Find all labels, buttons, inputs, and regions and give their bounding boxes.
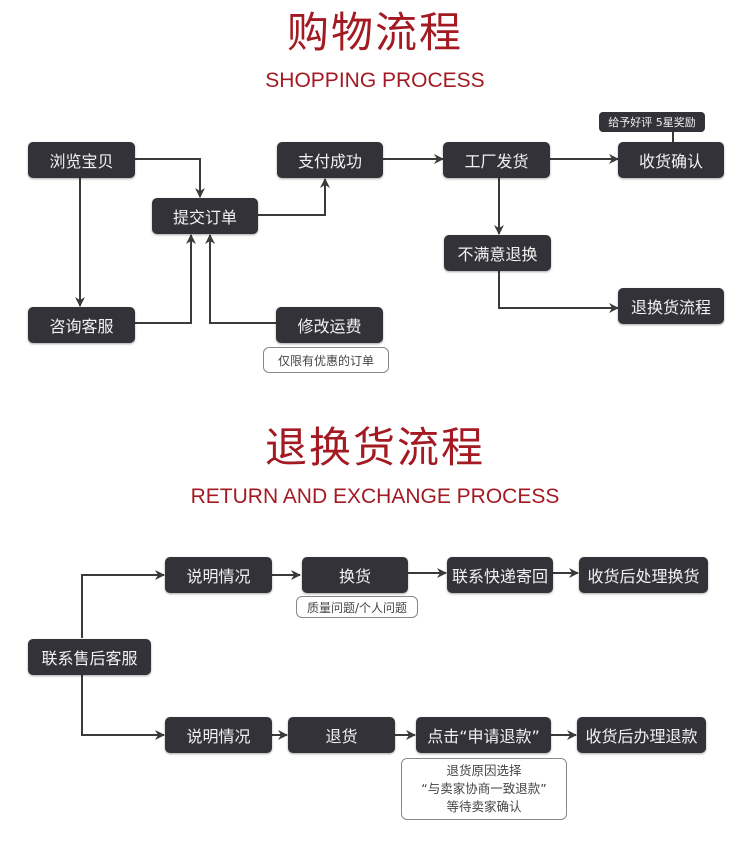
arrow-modify-to-submit	[205, 234, 278, 324]
node-explain-return: 说明情况	[165, 717, 272, 753]
node-exchange: 换货	[302, 557, 408, 593]
node-return-process: 退换货流程	[618, 288, 724, 324]
node-contact-service: 联系售后客服	[28, 639, 151, 675]
node-factory-ship: 工厂发货	[443, 142, 550, 178]
note-refund-line-3: 等待卖家确认	[446, 799, 522, 814]
node-modify-shipping: 修改运费	[276, 307, 383, 343]
arrow-unsatisfied-to-return	[498, 270, 619, 313]
node-return: 退货	[288, 717, 395, 753]
node-handle-refund: 收货后办理退款	[577, 717, 706, 753]
arrow-browse-to-submit	[135, 158, 205, 198]
node-explain-exchange: 说明情况	[165, 557, 272, 593]
note-refund-instructions: 退货原因选择 “与卖家协商一致退款” 等待卖家确认	[401, 758, 567, 820]
node-handle-exchange: 收货后处理换货	[579, 557, 708, 593]
note-exchange-reason: 质量问题/个人问题	[296, 596, 418, 618]
arrow-submit-to-payment	[258, 178, 330, 216]
node-confirm-receipt: 收货确认	[618, 142, 724, 178]
note-refund-line-2: “与卖家协商一致退款”	[421, 781, 547, 796]
node-browse: 浏览宝贝	[28, 142, 135, 178]
note-refund-line-1: 退货原因选择	[446, 763, 522, 778]
node-submit-order: 提交订单	[152, 198, 258, 234]
arrow-consult-to-submit	[135, 234, 196, 324]
node-unsatisfied: 不满意退换	[444, 235, 551, 271]
shopping-title-en: SHOPPING PROCESS	[265, 69, 485, 92]
tag-review-reward: 给予好评 5星奖励	[599, 112, 705, 132]
returns-title-cn: 退换货流程	[264, 423, 485, 472]
node-consult: 咨询客服	[28, 307, 135, 343]
node-contact-courier: 联系快递寄回	[447, 557, 553, 593]
note-discount-only: 仅限有优惠的订单	[263, 347, 389, 373]
shopping-title-cn: 购物流程	[286, 8, 463, 57]
arrow-contact-to-explain-exchange	[81, 570, 165, 638]
node-payment-success: 支付成功	[277, 142, 383, 178]
arrow-contact-to-explain-return	[81, 673, 165, 740]
node-apply-refund: 点击“申请退款”	[416, 717, 551, 753]
returns-title-en: RETURN AND EXCHANGE PROCESS	[190, 485, 560, 508]
